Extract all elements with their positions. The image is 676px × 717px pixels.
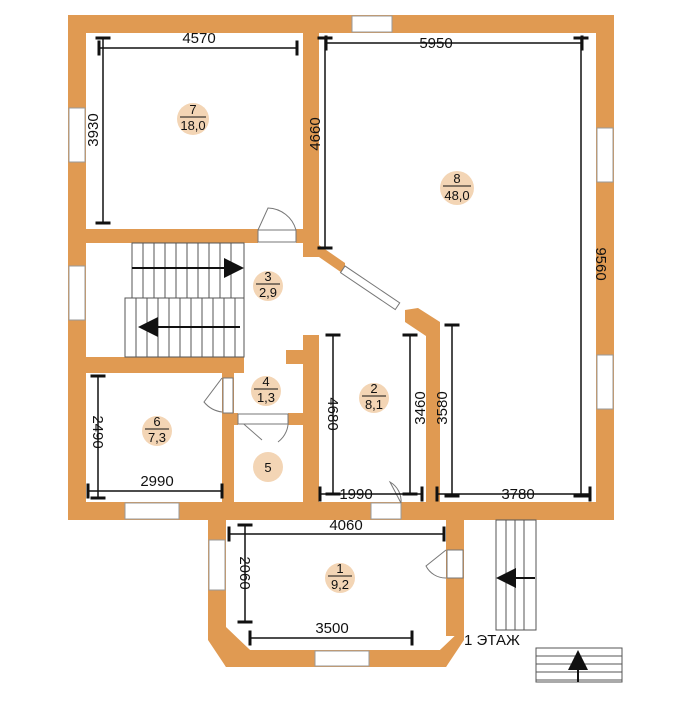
- room-number-5: 5: [264, 460, 271, 475]
- dim-room2-width: 1990: [339, 486, 372, 503]
- dim-room1-width-top: 4060: [329, 517, 362, 534]
- window-room7-left: [68, 107, 86, 163]
- doors: [203, 207, 464, 579]
- wall-2-8: [426, 322, 440, 520]
- window-room8-right-1: [596, 127, 614, 183]
- room-number-8: 8: [453, 171, 460, 186]
- window-stairs-left: [68, 265, 86, 321]
- room-area-8: 48,0: [444, 188, 469, 203]
- wall-7-bottom: [68, 229, 258, 243]
- dim-room8-width: 5950: [419, 35, 452, 52]
- wall-7-8: [303, 15, 319, 257]
- dim-room7-height: 3930: [85, 113, 102, 146]
- door-room4: [222, 377, 234, 414]
- room-badges: 7 18,0 8 48,0 3 2,9 4 1,3 2 8,1: [142, 102, 474, 593]
- dim-room2-right-height: 3460: [412, 391, 429, 424]
- wall-stairs-bottom: [68, 357, 244, 373]
- room-badge-3: 3 2,9: [253, 269, 283, 301]
- dim-room8-bottom-width: 3780: [501, 486, 534, 503]
- room-number-2: 2: [370, 381, 377, 396]
- stairs-upper: [131, 242, 245, 299]
- room-number-3: 3: [264, 269, 271, 284]
- window-room1-left: [208, 539, 226, 591]
- wall-room1: [208, 520, 482, 667]
- window-room8-top: [351, 15, 393, 33]
- room-area-6: 7,3: [148, 430, 166, 445]
- dim-room1-height: 2060: [236, 556, 253, 589]
- wall-bottom-right: [464, 502, 614, 520]
- door-room1: [446, 549, 464, 579]
- dim-room8-inner-height: 3580: [434, 391, 451, 424]
- door-room8-diag: [339, 265, 401, 311]
- room-badge-4: 4 1,3: [251, 374, 281, 406]
- room-number-1: 1: [336, 561, 343, 576]
- wall-7-bottom-right: [296, 229, 319, 243]
- door-room2-bottom: [370, 502, 402, 520]
- door-room2-swing: [388, 480, 402, 504]
- windows: [68, 15, 614, 667]
- room-area-3: 2,9: [259, 285, 277, 300]
- room-number-6: 6: [153, 414, 160, 429]
- wall-4-top: [286, 350, 319, 364]
- window-room6-bottom: [124, 502, 180, 520]
- door-room7-swing: [257, 207, 297, 231]
- room-badge-2: 2 8,1: [359, 381, 389, 413]
- interior-stairs: [124, 242, 245, 358]
- dim-room6-width: 2990: [140, 473, 173, 490]
- door-room1-swing: [425, 549, 447, 579]
- wall-room1-bottom: [208, 628, 464, 667]
- room-number-4: 4: [262, 374, 269, 389]
- room-area-1: 9,2: [331, 577, 349, 592]
- wall-diagonal: [319, 245, 345, 275]
- door-room5: [237, 413, 289, 425]
- dim-room6-height: 2490: [89, 415, 106, 448]
- dim-room1-width-bottom: 3500: [315, 620, 348, 637]
- dimension-labels: 4570 3930 5950 4660 9560 3580 3780 4680 …: [85, 30, 609, 637]
- window-room8-right-2: [596, 354, 614, 410]
- wall-2-left: [303, 335, 319, 520]
- floor-label: 1 ЭТАЖ: [464, 632, 520, 649]
- room-number-7: 7: [189, 102, 196, 117]
- dim-room8-height-right: 9560: [592, 247, 609, 280]
- dim-room7-width: 4570: [182, 30, 215, 47]
- exterior-stairs: [495, 519, 623, 683]
- dim-room8-height-left: 4660: [307, 117, 324, 150]
- wall-4-bottom: [222, 413, 238, 425]
- wall-top: [68, 15, 614, 33]
- dim-room2-left-height: 4680: [324, 397, 341, 430]
- door-room4-swing: [203, 377, 223, 413]
- room-badge-8: 8 48,0: [440, 171, 474, 205]
- room-area-2: 8,1: [365, 397, 383, 412]
- room-badge-5: 5: [253, 452, 283, 482]
- room-badge-7: 7 18,0: [177, 102, 209, 135]
- room-area-7: 18,0: [180, 118, 205, 133]
- room-badge-1: 1 9,2: [325, 561, 355, 593]
- window-room1-bottom: [314, 650, 370, 667]
- room-badge-6: 6 7,3: [142, 414, 172, 446]
- room-area-4: 1,3: [257, 390, 275, 405]
- porch-steps: [495, 519, 537, 631]
- door-room7: [257, 229, 297, 243]
- dimension-lines: [86, 35, 592, 646]
- wall-4-bottom-right: [288, 413, 319, 425]
